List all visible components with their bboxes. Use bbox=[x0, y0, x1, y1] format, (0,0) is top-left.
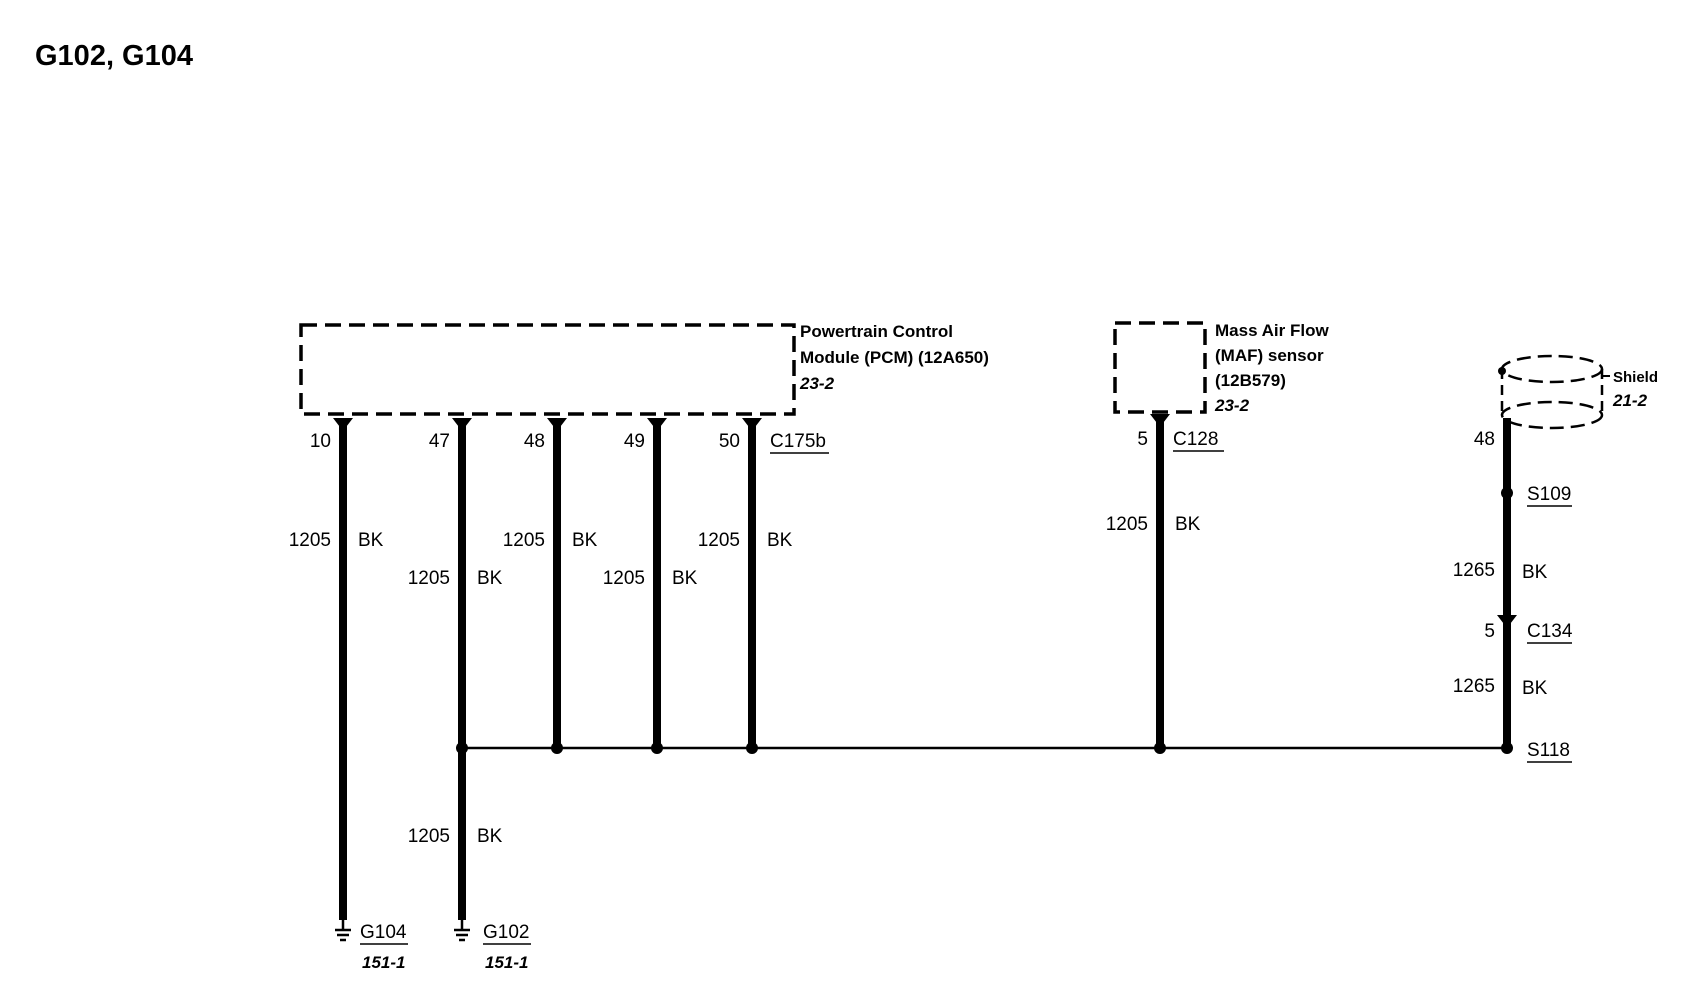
circuit-number: 1205 bbox=[408, 826, 450, 847]
circuit-color: BK bbox=[1522, 562, 1548, 583]
circuit-number: 1205 bbox=[408, 568, 450, 589]
pcm-name-line2: Module (PCM) (12A650) bbox=[800, 348, 989, 367]
pcm-ref: 23-2 bbox=[799, 374, 835, 393]
circuit-color: BK bbox=[1522, 678, 1548, 699]
circuit-color: BK bbox=[1175, 514, 1201, 535]
shield-ref: 21-2 bbox=[1612, 391, 1648, 410]
maf-connector-c128: C128 bbox=[1173, 429, 1218, 450]
ground-g102-ref: 151-1 bbox=[485, 953, 528, 972]
maf-name-line3: (12B579) bbox=[1215, 371, 1286, 390]
maf-pin-5: 5 bbox=[1137, 429, 1148, 450]
pcm-pin-47: 47 bbox=[429, 431, 450, 452]
ground-icon bbox=[454, 920, 470, 942]
circuit-color: BK bbox=[672, 568, 698, 589]
splice-s118: S118 bbox=[1527, 740, 1570, 761]
circuit-number: 1205 bbox=[1106, 514, 1148, 535]
pcm-box bbox=[299, 323, 796, 416]
circuit-color: BK bbox=[477, 568, 503, 589]
circuit-color: BK bbox=[358, 530, 384, 551]
circuit-number: 1205 bbox=[289, 530, 331, 551]
circuit-color: BK bbox=[767, 530, 793, 551]
shield-icon bbox=[1498, 354, 1610, 430]
pcm-pin-48: 48 bbox=[524, 431, 545, 452]
pcm-connector-c175b: C175b bbox=[770, 431, 826, 452]
maf-ref: 23-2 bbox=[1214, 396, 1250, 415]
connector-c134: C134 bbox=[1527, 621, 1573, 642]
page-title: G102, G104 bbox=[35, 40, 193, 72]
shield-pin-48: 48 bbox=[1474, 429, 1495, 450]
ground-icon bbox=[335, 920, 351, 942]
c134-pin: 5 bbox=[1484, 621, 1495, 642]
circuit-number: 1205 bbox=[603, 568, 645, 589]
ground-g104-ref: 151-1 bbox=[362, 953, 405, 972]
splice-dots bbox=[456, 487, 1513, 754]
shield-label: Shield bbox=[1613, 369, 1658, 386]
maf-name-line1: Mass Air Flow bbox=[1215, 321, 1329, 340]
maf-box bbox=[1113, 321, 1207, 414]
pcm-name-line1: Powertrain Control bbox=[800, 322, 953, 341]
circuit-number: 1265 bbox=[1453, 676, 1495, 697]
circuit-color: BK bbox=[477, 826, 503, 847]
circuit-number: 1205 bbox=[503, 530, 545, 551]
pcm-pin-50: 50 bbox=[719, 431, 740, 452]
pcm-pin-49: 49 bbox=[624, 431, 645, 452]
splice-s109: S109 bbox=[1527, 484, 1571, 505]
pcm-pin-10: 10 bbox=[310, 431, 331, 452]
connector-arrows bbox=[333, 414, 1517, 628]
circuit-number: 1205 bbox=[698, 530, 740, 551]
circuit-color: BK bbox=[572, 530, 598, 551]
ground-g102: G102 bbox=[483, 922, 529, 943]
circuit-number: 1265 bbox=[1453, 560, 1495, 581]
maf-name-line2: (MAF) sensor bbox=[1215, 346, 1324, 365]
ground-g104: G104 bbox=[360, 922, 407, 943]
